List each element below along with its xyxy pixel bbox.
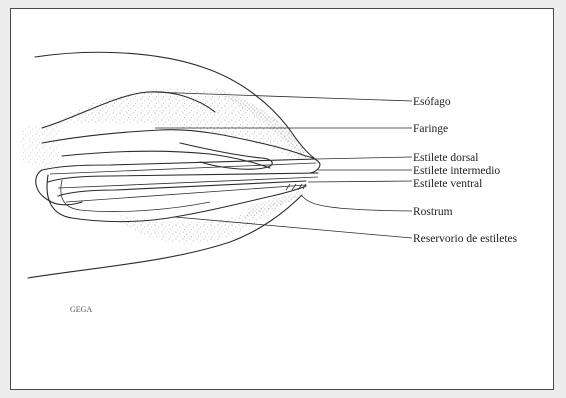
label-faringe: Faringe	[413, 123, 448, 135]
stylet-dorsal-inner	[50, 163, 316, 174]
label-esofago: Esófago	[413, 96, 451, 108]
stylet-intermediate	[48, 173, 318, 182]
figure-credit: GEGA	[70, 305, 92, 314]
left-stippled-tissue	[22, 125, 60, 170]
leader-estilete-ventral	[308, 181, 412, 182]
label-estilete-dorsal: Estilete dorsal	[413, 152, 478, 164]
label-reservorio: Reservorio de estiletes	[413, 233, 518, 245]
stylet-ventral-inner	[66, 185, 306, 202]
leader-rostrum	[302, 196, 412, 211]
label-rostrum: Rostrum	[413, 206, 453, 218]
label-estilete-ventral: Estilete ventral	[413, 178, 482, 190]
leader-estilete-dorsal	[316, 157, 412, 159]
label-estilete-intermedio: Estilete intermedio	[413, 165, 500, 177]
